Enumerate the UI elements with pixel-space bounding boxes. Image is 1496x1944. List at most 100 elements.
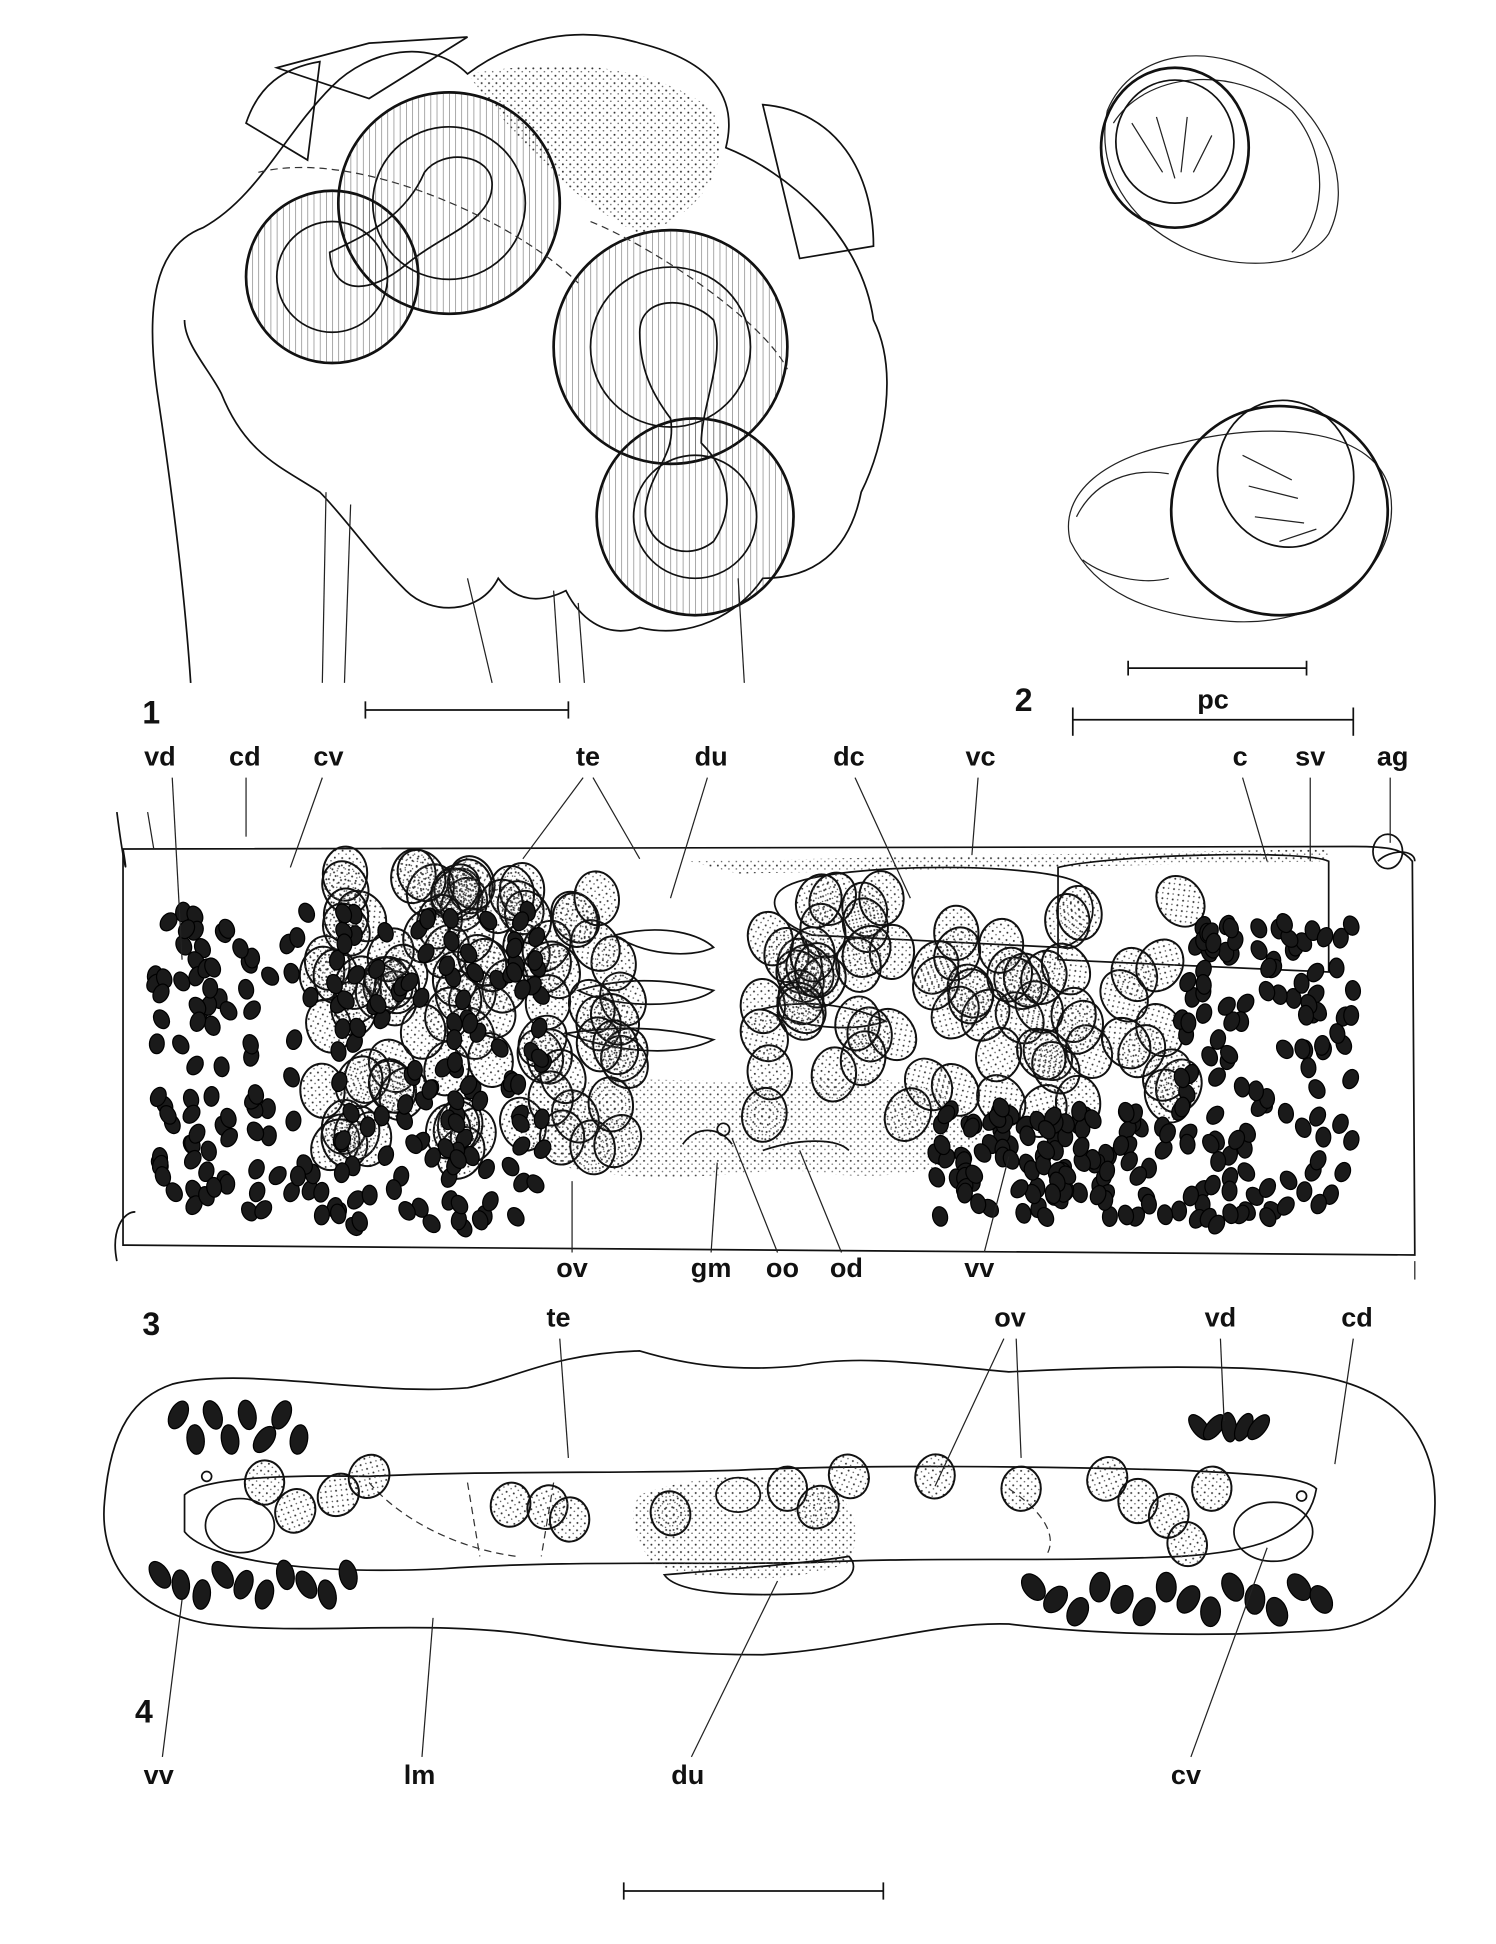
vitelline-follicle <box>213 1056 230 1078</box>
vitelline-follicle <box>1244 1584 1266 1615</box>
label-lm: lm <box>404 1760 436 1790</box>
vitelline-follicle <box>298 902 316 923</box>
vitelline-follicle <box>1297 1004 1315 1026</box>
testis <box>592 1019 640 1076</box>
vitelline-follicle <box>992 1097 1010 1118</box>
vitelline-follicle <box>1343 1130 1360 1151</box>
vitelline-follicle <box>1223 1011 1241 1032</box>
vitelline-follicle <box>460 943 478 964</box>
testis <box>1056 999 1104 1055</box>
label-te-fig4: te <box>547 1302 571 1332</box>
vitelline-follicle <box>1279 1170 1298 1191</box>
testis <box>746 910 794 967</box>
vitelline-follicle <box>928 1167 946 1188</box>
vitelline-follicle <box>283 962 300 984</box>
vitelline-follicle <box>1037 1206 1055 1227</box>
label-te: te <box>576 741 600 771</box>
vitelline-follicle <box>204 1015 221 1036</box>
vitelline-follicle <box>275 1559 295 1591</box>
testis <box>841 924 892 978</box>
testis <box>649 1490 692 1537</box>
vitelline-follicle <box>1010 1179 1029 1199</box>
testis <box>1100 1016 1152 1070</box>
vitelline-follicle <box>377 922 394 943</box>
vitelline-follicle <box>1206 1105 1225 1125</box>
vitelline-follicle <box>1180 1012 1197 1034</box>
vitelline-follicle <box>1089 1184 1107 1206</box>
vitelline-follicle <box>1276 1196 1295 1216</box>
vitelline-follicle <box>1210 1151 1227 1172</box>
vitelline-follicle <box>331 1071 348 1093</box>
vitelline-follicle <box>447 1090 465 1111</box>
vitelline-follicle <box>1179 1133 1196 1155</box>
vitelline-follicle <box>1179 972 1197 993</box>
vitelline-follicle <box>1043 1585 1069 1614</box>
vitelline-follicle <box>1044 1183 1062 1205</box>
vitelline-follicle <box>1334 1161 1352 1183</box>
vitelline-follicle <box>443 930 460 952</box>
scale-bar-figure-2 <box>1127 660 1308 676</box>
vitelline-follicle <box>152 1009 171 1030</box>
label-cd-fig4: cd <box>1341 1302 1373 1332</box>
vitelline-follicle <box>412 987 430 1008</box>
vitelline-follicle <box>1293 972 1310 994</box>
vitelline-follicle <box>965 1164 984 1184</box>
vitelline-follicle <box>1328 957 1345 979</box>
vitelline-follicle <box>1314 1034 1331 1056</box>
vitelline-follicle <box>159 912 178 932</box>
vitelline-follicle <box>373 1105 390 1127</box>
vitelline-follicle <box>317 1579 337 1610</box>
figure-3-labels: vd cd cv te du dc vc c sv ag ov gm oo od… <box>144 741 1408 1283</box>
scale-bar-figure-4 <box>622 1882 885 1900</box>
vitelline-follicle <box>1237 1162 1256 1182</box>
testis <box>858 870 905 927</box>
vitelline-follicle <box>252 1425 277 1454</box>
vitelline-follicle <box>1200 1596 1222 1628</box>
testis <box>914 1453 956 1500</box>
vitelline-follicle <box>1089 1571 1111 1603</box>
vitelline-follicle <box>1265 1596 1289 1627</box>
vitelline-follicle <box>459 1075 478 1095</box>
vitelline-follicle <box>211 1560 234 1589</box>
figure-2-number: 2 <box>1015 682 1033 718</box>
vitelline-follicle <box>1342 915 1360 936</box>
vitelline-follicle <box>1316 926 1334 948</box>
vitelline-follicle <box>398 1201 416 1221</box>
vitelline-follicle <box>200 1140 217 1162</box>
vitelline-follicle <box>167 1400 190 1430</box>
vitelline-follicle <box>1306 962 1325 983</box>
vitelline-follicle <box>1296 1181 1313 1203</box>
vitelline-follicle <box>243 1000 261 1020</box>
vitelline-follicle <box>1259 1207 1277 1228</box>
vitelline-follicle <box>1140 1193 1157 1215</box>
vitelline-follicle <box>1208 1067 1226 1087</box>
vitelline-follicle <box>1258 1177 1277 1198</box>
testis <box>794 873 843 929</box>
vitelline-follicle <box>1036 1140 1056 1160</box>
vitelline-follicle <box>233 1569 254 1600</box>
vitelline-follicle <box>1329 1023 1346 1044</box>
vitelline-follicle <box>1038 1120 1056 1140</box>
vitelline-follicle <box>1300 1057 1317 1079</box>
testis <box>986 946 1033 1003</box>
vitelline-follicle <box>406 1059 423 1081</box>
vitelline-follicle <box>359 1116 376 1138</box>
vitelline-follicle <box>244 947 261 969</box>
vitelline-follicle <box>385 1179 402 1200</box>
testis <box>1056 884 1103 941</box>
testis <box>587 1076 635 1133</box>
vitelline-follicle <box>1173 1067 1191 1089</box>
vitelline-follicle <box>313 1204 330 1226</box>
vitelline-follicle <box>442 908 459 929</box>
vitelline-follicle <box>1250 918 1268 939</box>
vitelline-follicle <box>526 1174 545 1194</box>
vitelline-follicle <box>527 950 544 971</box>
vitelline-follicle <box>286 1029 303 1050</box>
vitelline-follicle <box>295 1570 318 1599</box>
testis <box>347 1453 391 1499</box>
vitelline-follicle <box>400 972 419 992</box>
testis <box>1135 938 1185 993</box>
vitelline-follicle <box>373 1009 391 1030</box>
testis <box>1191 1465 1233 1512</box>
vitelline-follicle <box>186 1424 205 1455</box>
